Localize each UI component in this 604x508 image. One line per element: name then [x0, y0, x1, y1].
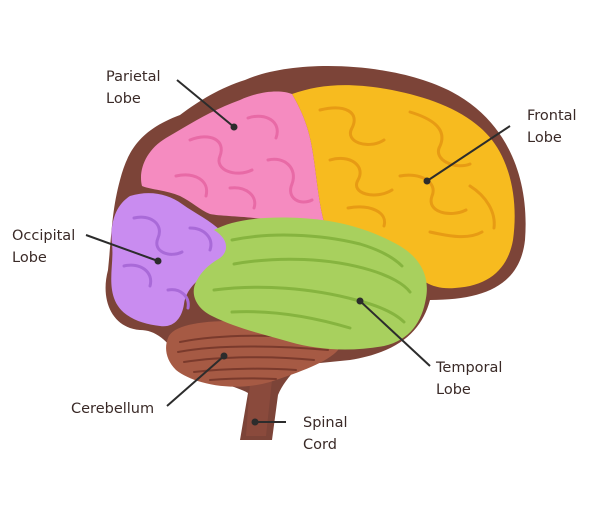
leader-dot-frontal [423, 177, 431, 185]
leader-line-frontal [426, 125, 511, 182]
leader-dots [154, 123, 431, 426]
parietal-lobe-shape [141, 91, 324, 222]
label-cerebellum: Cerebellum [71, 401, 154, 417]
leader-line-occipital [85, 234, 159, 262]
leader-line-parietal [176, 79, 235, 128]
occipital-lobe-shape [111, 193, 227, 327]
label-spinal-cord: Spinal Cord [303, 415, 352, 453]
leader-dot-parietal [230, 123, 238, 131]
label-occipital-line2: Lobe [12, 250, 47, 266]
label-parietal-lobe: Parietal Lobe [106, 69, 165, 107]
leader-dot-cerebellum [220, 352, 228, 360]
temporal-lobe-folds [212, 233, 412, 330]
parietal-lobe-folds [174, 114, 314, 210]
leader-dot-occipital [154, 257, 162, 265]
label-occipital-line1: Occipital [12, 228, 75, 244]
label-temporal-line1: Temporal [435, 360, 502, 376]
leader-line-cerebellum [166, 355, 225, 407]
occipital-lobe-folds [122, 215, 213, 310]
label-occipital-lobe: Occipital Lobe [12, 228, 80, 266]
label-frontal-lobe: Frontal Lobe [527, 108, 581, 146]
label-frontal-line1: Frontal [527, 108, 577, 124]
parietal-lobe [141, 91, 324, 222]
leader-line-temporal [359, 300, 431, 367]
label-temporal-line2: Lobe [436, 382, 471, 398]
occipital-lobe [111, 193, 227, 327]
frontal-lobe [292, 85, 515, 289]
temporal-lobe-shape [193, 217, 427, 350]
label-temporal-lobe: Temporal Lobe [435, 360, 507, 398]
leader-lines [85, 79, 511, 423]
label-parietal-line1: Parietal [106, 69, 161, 85]
label-spinal-line2: Cord [303, 437, 337, 453]
frontal-lobe-folds [318, 106, 496, 239]
label-frontal-line2: Lobe [527, 130, 562, 146]
leader-dot-spinal-cord [251, 418, 259, 426]
leader-dot-temporal [356, 297, 364, 305]
label-spinal-line1: Spinal [303, 415, 348, 431]
temporal-lobe [193, 217, 427, 350]
label-parietal-line2: Lobe [106, 91, 141, 107]
label-cerebellum-line1: Cerebellum [71, 401, 154, 417]
